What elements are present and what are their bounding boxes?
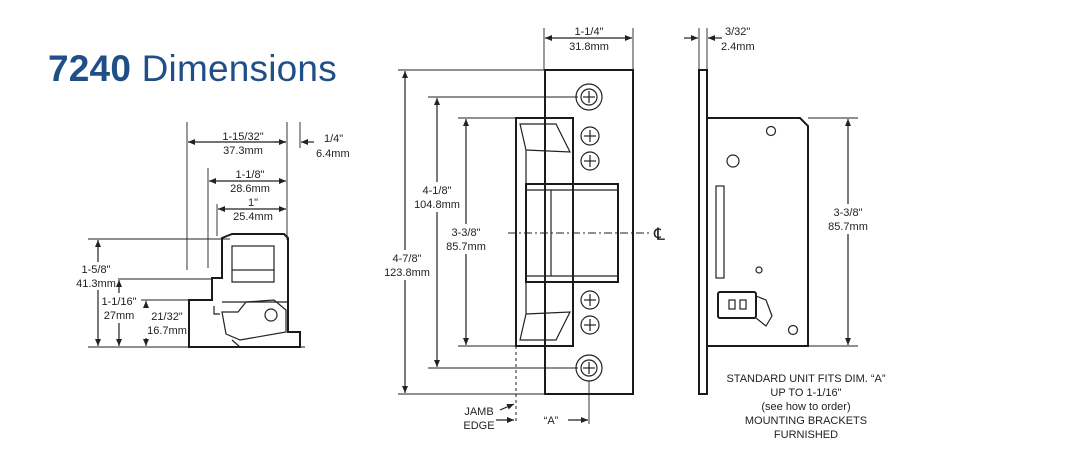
dim-body-width-in: 1-1/8"	[236, 169, 265, 181]
label-backdrop	[409, 182, 465, 212]
model-number: 7240	[48, 48, 132, 89]
title-word: Dimensions	[141, 48, 337, 89]
wire-connector	[717, 291, 757, 319]
adjustment-screw	[580, 126, 600, 146]
label-backdrop	[377, 250, 435, 280]
dim-thickness-in: 3/32"	[725, 26, 750, 38]
adjustment-screw	[580, 315, 600, 335]
label-backdrop	[145, 308, 189, 338]
note-line-4: MOUNTING BRACKETS	[745, 415, 867, 427]
label-backdrop	[442, 224, 492, 254]
centerline-symbol: ℄	[653, 225, 665, 244]
keeper-window	[231, 245, 275, 271]
strike-body-side	[707, 117, 809, 347]
side-view: 1-15/32" 37.3mm 1-1/8" 28.6mm 1" 25.4mm …	[74, 122, 350, 348]
dim-mid-height-in: 1-1/16"	[101, 296, 136, 308]
dim-overall-height-mm: 123.8mm	[384, 267, 430, 279]
jamb-label-2: EDGE	[463, 420, 494, 432]
note-line-5: FURNISHED	[774, 429, 838, 441]
pivot-pin	[755, 266, 763, 274]
dim-low-height-in: 21/32"	[151, 311, 183, 323]
dim-overall-width-mm: 37.3mm	[223, 145, 263, 157]
label-backdrop	[99, 293, 141, 323]
dim-hole-spacing-mm: 104.8mm	[414, 199, 460, 211]
screw-hole	[264, 308, 278, 322]
adjustment-screw	[580, 290, 600, 310]
dim-low-height-mm: 16.7mm	[147, 325, 187, 337]
faceplate-edge	[698, 69, 708, 395]
label-backdrop	[74, 262, 118, 290]
mounting-hole	[787, 324, 799, 336]
jamb-leader	[499, 403, 515, 411]
mounting-screw-top	[580, 88, 598, 106]
mechanism-outline	[221, 299, 287, 341]
jamb-label-1: JAMB	[464, 406, 493, 418]
dim-lip-mm: 6.4mm	[316, 148, 350, 160]
front-view: 1-1/4" 31.8mm 4-7/8" 123.8mm 4-1/8" 104.…	[377, 26, 665, 432]
dim-body-width-mm: 28.6mm	[230, 183, 270, 195]
mounting-hole-top	[575, 83, 603, 111]
dim-thickness-mm: 2.4mm	[721, 41, 755, 53]
dim-edge-body-height-in: 3-3/8"	[834, 207, 863, 219]
note-line-1: STANDARD UNIT FITS DIM. “A”	[726, 373, 885, 385]
dim-a-label: “A”	[544, 415, 559, 427]
lip-lower	[519, 311, 571, 341]
keeper-slot	[715, 185, 725, 279]
note-line-3: (see how to order)	[761, 401, 850, 413]
mounting-hole	[726, 154, 740, 168]
bracket-detail	[231, 339, 241, 348]
dim-body-height-mm: 85.7mm	[446, 241, 486, 253]
dim-front-width-mm: 31.8mm	[569, 41, 609, 53]
adjustment-screw	[580, 151, 600, 171]
mounting-screw-bottom	[580, 359, 598, 377]
dim-body-height-in: 3-3/8"	[452, 227, 481, 239]
dim-hole-spacing-in: 4-1/8"	[423, 185, 452, 197]
lip-upper	[519, 123, 571, 153]
dim-overall-width-in: 1-15/32"	[222, 131, 263, 143]
dim-overall-height-mm: 41.3mm	[76, 278, 116, 290]
dim-mid-height-mm: 27mm	[104, 310, 135, 322]
solenoid-detail	[755, 295, 773, 327]
strike-side-profile	[188, 233, 301, 348]
connector-pin	[739, 299, 747, 310]
dim-overall-height-in: 1-5/8"	[82, 264, 111, 276]
keeper-lower	[231, 270, 275, 283]
bracket-detail	[213, 306, 220, 315]
dim-inner-width-in: 1"	[248, 197, 258, 209]
dim-front-width-in: 1-1/4"	[575, 26, 604, 38]
dim-lip-in: 1/4"	[324, 133, 343, 145]
dim-overall-height-in: 4-7/8"	[393, 253, 422, 265]
dim-inner-width-mm: 25.4mm	[233, 211, 273, 223]
mounting-hole	[765, 125, 777, 137]
label-backdrop	[822, 204, 874, 234]
dim-edge-body-height-mm: 85.7mm	[828, 221, 868, 233]
connector-pin	[728, 299, 736, 310]
edge-view: 3/32" 2.4mm 3-3/8" 85.7mm STANDAR	[684, 26, 886, 441]
page-title: 7240 Dimensions	[48, 48, 337, 90]
note-line-2: UP TO 1-1/16"	[770, 387, 841, 399]
